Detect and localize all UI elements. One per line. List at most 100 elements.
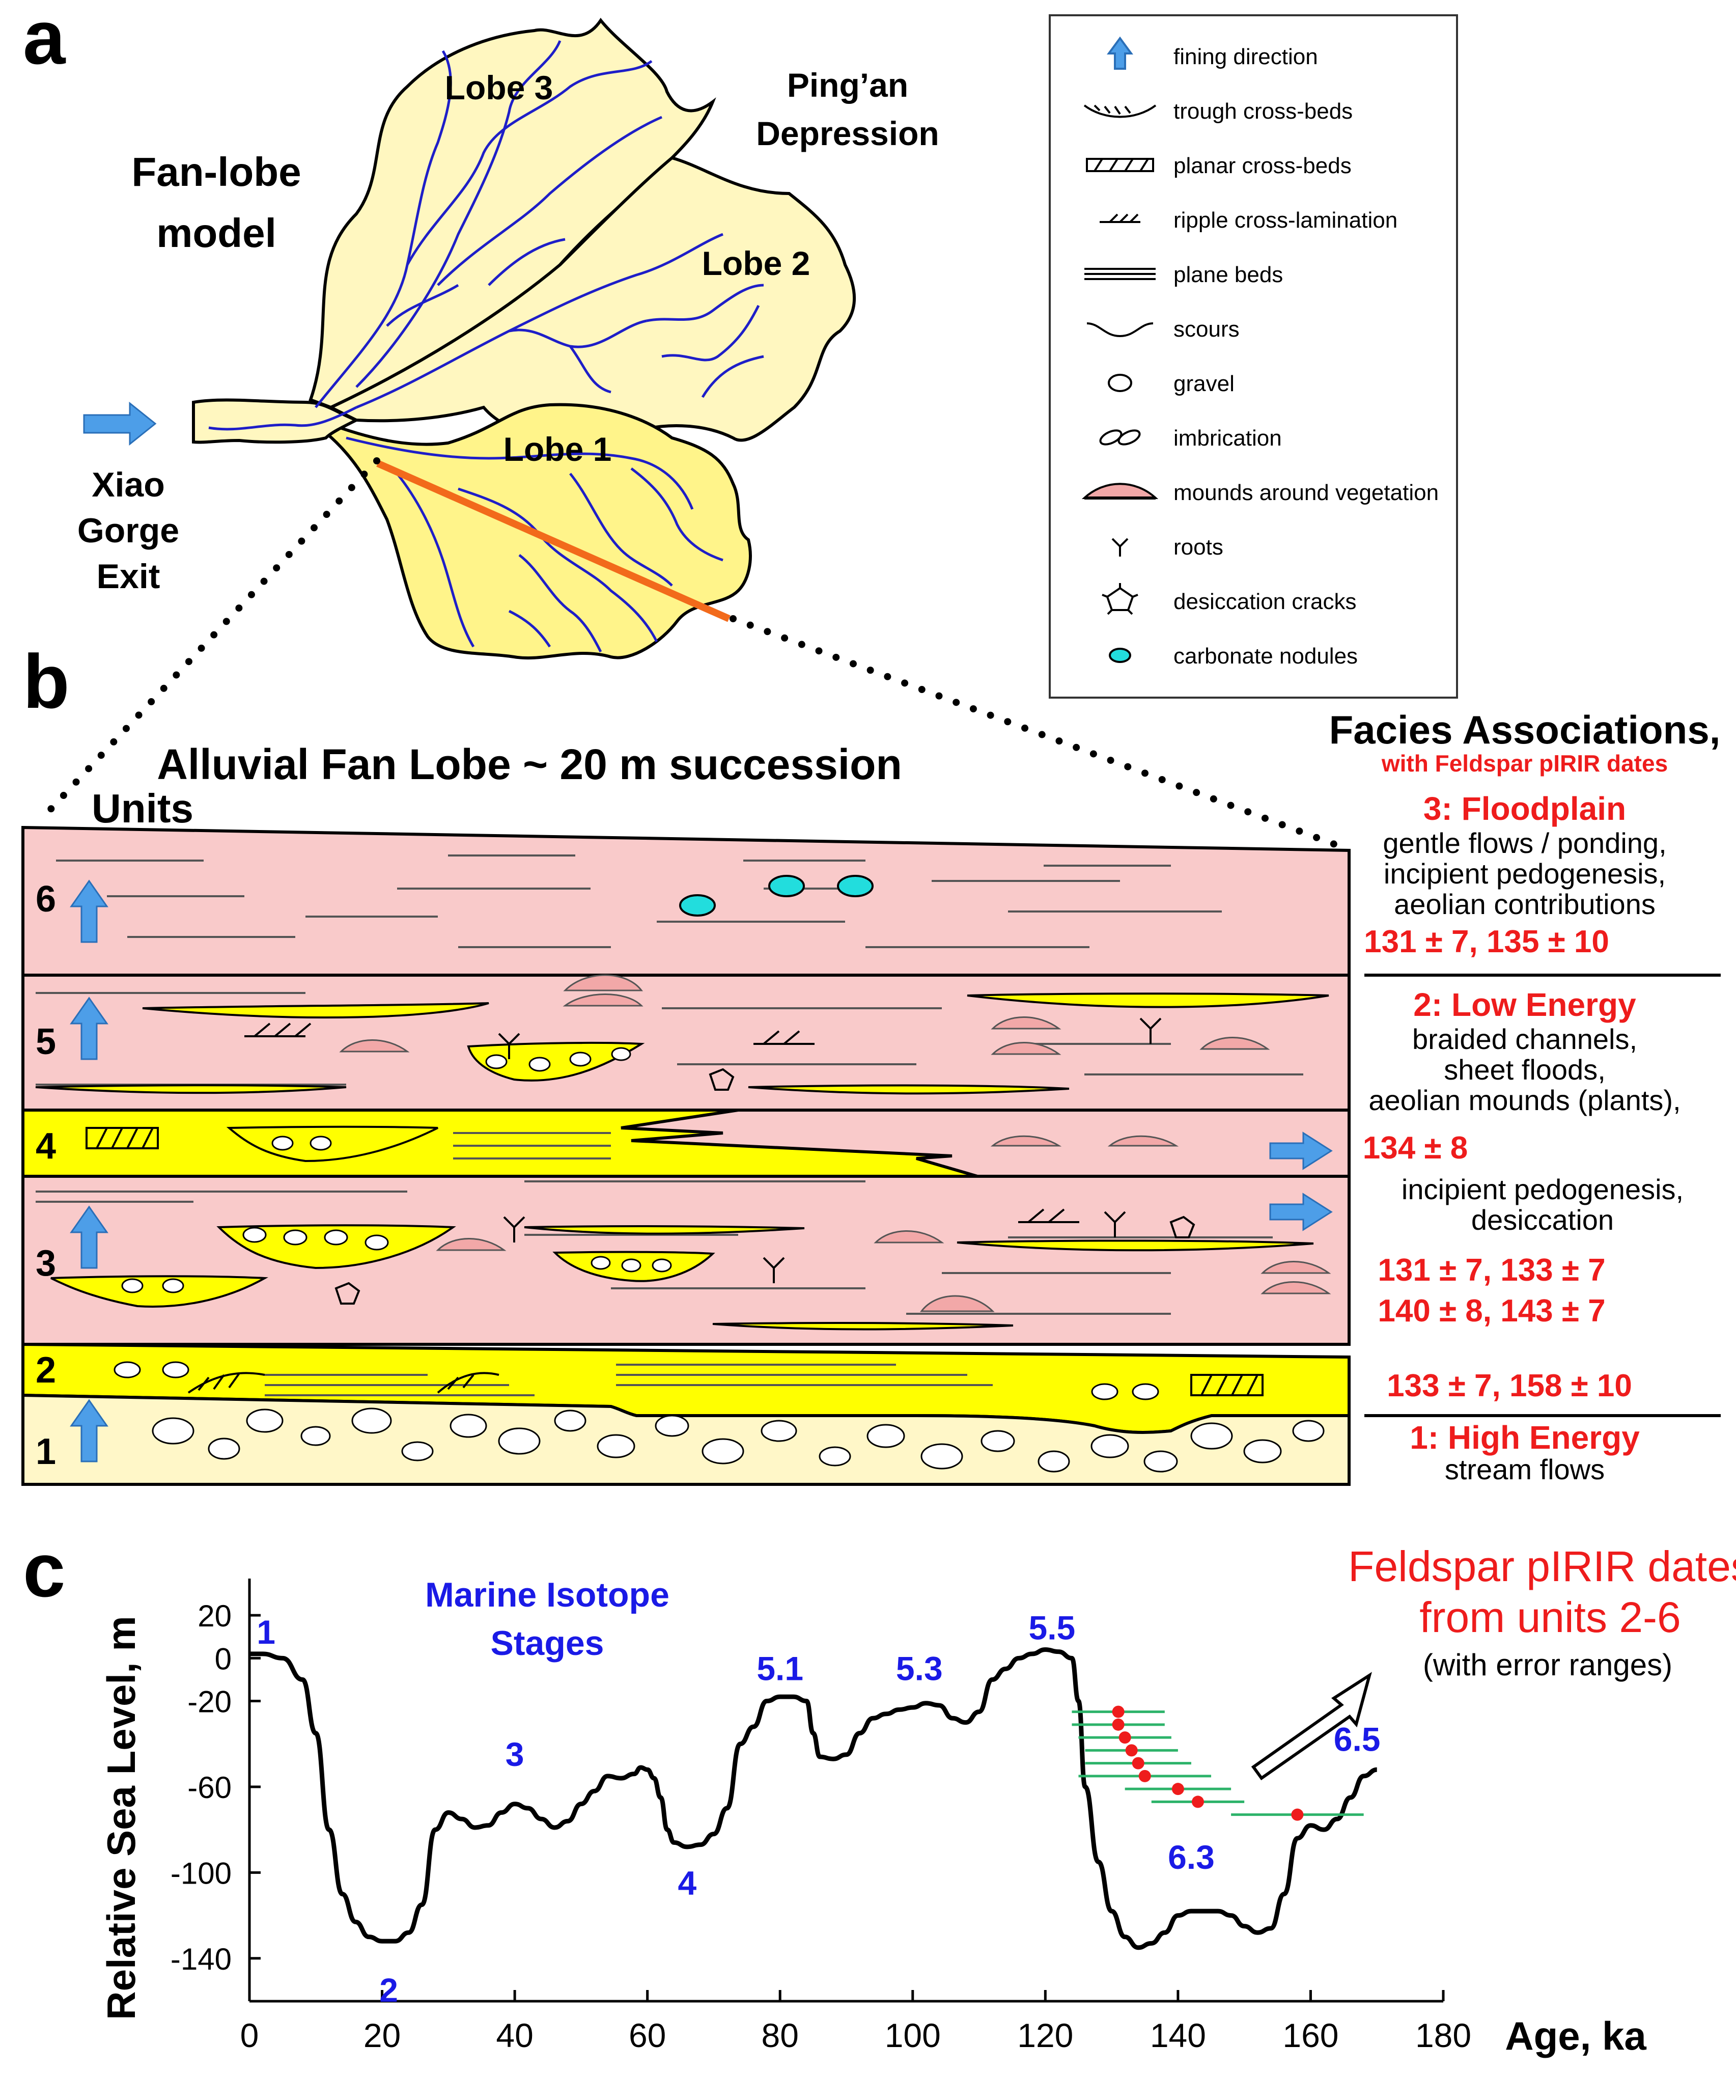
y-tick-label: 0 [215,1642,232,1676]
panel-label-a: a [23,0,66,80]
x-tick-label: 20 [363,2016,401,2054]
basin-label: Ping’an [787,66,908,104]
date-point [1112,1705,1125,1718]
unit-4-interfinger [621,1109,1351,1178]
x-tick-label: 100 [885,2016,941,2054]
fa3-title: 3: Floodplain [1423,790,1626,827]
fa2-desc-3: aeolian mounds (plants), [1368,1084,1681,1116]
stage-label: 5.3 [896,1649,943,1687]
x-tick-label: 0 [240,2016,259,2054]
legend-item: gravel [1108,371,1235,396]
legend-label: desiccation cracks [1173,589,1356,614]
unit-label-4: 4 [36,1126,56,1167]
y-tick-label: -20 [187,1685,232,1719]
vegetation-mounds [339,974,1331,1312]
dates-label: Feldspar pIRIR dates [1348,1542,1736,1590]
carbonate-nodule-icon [679,894,716,917]
stage-label: 1 [257,1613,275,1651]
date-point [1132,1757,1144,1770]
inflow-arrow-icon [83,401,157,446]
date-point [1291,1808,1304,1821]
fan-lobe-map: Fan-lobe model Ping’an Depression Xiao G… [37,17,1348,851]
y-tick-label: -100 [171,1856,232,1890]
unit-label-2: 2 [36,1350,56,1391]
x-tick-label: 40 [496,2016,533,2054]
sea-level-curve [249,1647,1378,1950]
fa2-desc2-2: desiccation [1471,1204,1614,1236]
ripple-cross-lamination-icon [1100,213,1140,223]
fa2-dates-unit3-2: 140 ± 8, 143 ± 7 [1378,1293,1605,1329]
lateral-arrow-icon [1269,1131,1333,1170]
fan-lobe-title-2: model [156,210,276,256]
source-label-3: Exit [97,557,160,596]
panel-label-b: b [23,639,70,724]
fan-lobe-title: Fan-lobe [131,149,301,195]
legend-label: imbrication [1173,426,1282,451]
legend-item: desiccation cracks [1102,583,1356,615]
source-label-2: Gorge [77,511,179,550]
unit-label-1: 1 [36,1431,56,1472]
stage-label: 2 [379,1971,398,2009]
x-tick-label: 120 [1017,2016,1073,2054]
stages-title-2: Stages [491,1624,604,1663]
x-axis-label: Age, ka [1505,2013,1646,2058]
date-point [1112,1718,1125,1731]
legend-box [1049,14,1458,699]
legend-label: scours [1173,317,1240,342]
x-tick-label: 180 [1415,2016,1471,2054]
legend-item: plane beds [1084,262,1283,287]
fa3-dates: 131 ± 7, 135 ± 10 [1364,924,1609,959]
trough-cross-beds-icon [1083,104,1157,118]
x-tick-label: 140 [1150,2016,1206,2054]
fa2-date-unit4: 134 ± 8 [1363,1130,1468,1166]
stages-title: Marine Isotope [425,1576,669,1614]
projection-line-right [730,615,1348,851]
carbonate-nodule-icon [768,875,805,897]
fa2-dates-unit3-1: 131 ± 7, 133 ± 7 [1378,1253,1605,1288]
legend-label: plane beds [1173,262,1283,287]
legend-label: gravel [1173,371,1235,396]
planar-cross-beds-icon [1086,158,1154,172]
legend-item: imbrication [1099,426,1282,451]
stage-label: 6.3 [1168,1838,1215,1876]
carbonate-nodule-icon [837,875,874,897]
dates-label-2: from units 2-6 [1419,1593,1681,1641]
y-tick-label: 20 [198,1599,232,1633]
fa2-desc2-1: incipient pedogenesis, [1402,1173,1684,1205]
section-log: Alluvial Fan Lobe ~ 20 m succession Unit… [21,740,1351,1486]
fa1-title: 1: High Energy [1410,1419,1640,1456]
legend-item: planar cross-beds [1086,153,1352,178]
legend-label: roots [1173,535,1223,560]
x-tick-label: 60 [629,2016,666,2054]
stage-label: 4 [678,1864,696,1901]
legend-item: fining direction [1107,36,1318,70]
basin-label-2: Depression [756,115,939,152]
plane-beds-icon [1084,268,1156,280]
y-tick-label: -60 [187,1771,232,1805]
bedding-lines [36,854,1303,1396]
hollow-arrow-icon [1251,1672,1372,1781]
facies-subheader: with Feldspar pIRIR dates [1381,750,1668,777]
date-point [1118,1731,1131,1744]
fa3-desc-1: gentle flows / ponding, [1383,827,1666,859]
legend-label: fining direction [1173,44,1318,69]
facies-header: Facies Associations, [1329,707,1721,752]
gravel-clasts [114,1047,1325,1473]
carbonate-nodule-icon [1109,648,1131,663]
x-tick-label: 80 [762,2016,799,2054]
source-label: Xiao [92,465,165,504]
gravel-icon [1108,374,1132,392]
vegetation-mound-icon [1081,483,1159,500]
lobe-1-label: Lobe 1 [503,430,612,468]
transect-line [376,460,731,622]
legend-label: ripple cross-lamination [1173,208,1397,233]
y-axis-label: Relative Sea Level, m [99,1616,144,2020]
legend-item: scours [1086,317,1240,342]
date-point [1138,1770,1151,1782]
fa2-title: 2: Low Energy [1413,986,1636,1023]
panel-label-c: c [23,1527,65,1613]
fan-apex [192,398,360,444]
unit2-dates: 133 ± 7, 158 ± 10 [1387,1368,1632,1403]
